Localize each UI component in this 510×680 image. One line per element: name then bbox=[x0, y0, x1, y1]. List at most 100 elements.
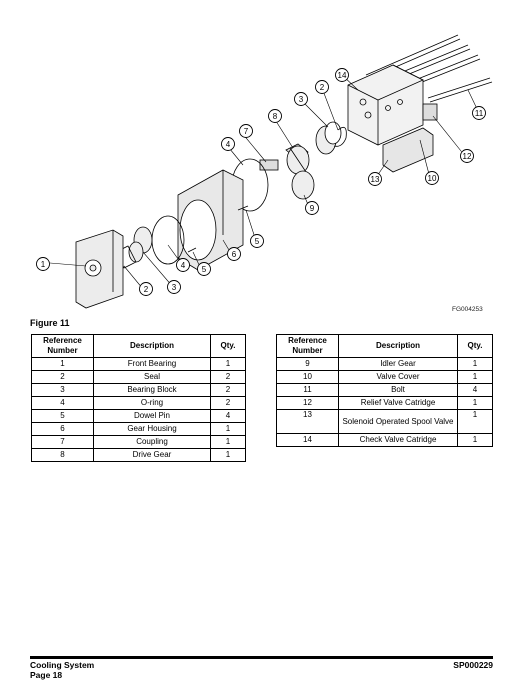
callout-2b: 2 bbox=[315, 80, 329, 94]
table-header: Reference Number Description Qty. bbox=[31, 334, 246, 358]
callout-11: 11 bbox=[472, 106, 486, 120]
qty-cell: 1 bbox=[457, 370, 493, 384]
qty-cell: 1 bbox=[210, 357, 246, 371]
qty-cell: 2 bbox=[210, 370, 246, 384]
description-cell: Relief Valve Catridge bbox=[338, 396, 458, 410]
svg-text:8: 8 bbox=[273, 112, 278, 121]
qty-cell: 1 bbox=[457, 409, 493, 434]
callout-5b: 5 bbox=[250, 234, 264, 248]
callout-10: 10 bbox=[425, 171, 439, 185]
bearing-block-right bbox=[315, 121, 347, 155]
svg-text:3: 3 bbox=[299, 95, 304, 104]
description-cell: Idler Gear bbox=[338, 357, 458, 371]
footer-divider bbox=[30, 656, 493, 659]
front-bearing bbox=[75, 229, 124, 309]
column-header-description: Description bbox=[338, 334, 458, 358]
ref-cell: 4 bbox=[31, 396, 94, 410]
drive-gear bbox=[285, 143, 310, 175]
callout-6: 6 bbox=[227, 247, 241, 261]
ref-cell: 7 bbox=[31, 435, 94, 449]
ref-cell: 10 bbox=[276, 370, 339, 384]
callout-13: 13 bbox=[368, 172, 382, 186]
svg-text:12: 12 bbox=[463, 152, 472, 161]
qty-cell: 1 bbox=[457, 357, 493, 371]
ref-cell: 8 bbox=[31, 448, 94, 462]
column-header-reference: Reference Number bbox=[276, 334, 339, 358]
coupling bbox=[259, 159, 279, 171]
callout-4: 4 bbox=[176, 258, 190, 272]
column-header-description: Description bbox=[93, 334, 211, 358]
qty-cell: 4 bbox=[457, 383, 493, 397]
page-number: Page 18 bbox=[30, 670, 63, 680]
svg-text:5: 5 bbox=[202, 265, 207, 274]
document-id: SP000229 bbox=[453, 660, 493, 670]
description-cell: Coupling bbox=[93, 435, 211, 449]
description-cell: Check Valve Catridge bbox=[338, 433, 458, 447]
svg-text:4: 4 bbox=[181, 261, 186, 270]
qty-cell: 2 bbox=[210, 383, 246, 397]
ref-cell: 14 bbox=[276, 433, 339, 447]
svg-text:14: 14 bbox=[338, 71, 347, 80]
callout-4b: 4 bbox=[221, 137, 235, 151]
ref-cell: 12 bbox=[276, 396, 339, 410]
callout-14: 14 bbox=[335, 68, 349, 82]
column-header-qty: Qty. bbox=[457, 334, 493, 358]
description-cell: Valve Cover bbox=[338, 370, 458, 384]
description-cell: Drive Gear bbox=[93, 448, 211, 462]
ref-cell: 1 bbox=[31, 357, 94, 371]
qty-cell: 1 bbox=[210, 448, 246, 462]
description-cell: Seal bbox=[93, 370, 211, 384]
callout-12: 12 bbox=[460, 149, 474, 163]
callout-5: 5 bbox=[197, 262, 211, 276]
svg-text:1: 1 bbox=[41, 260, 46, 269]
figure-code: FG004253 bbox=[452, 306, 483, 313]
ref-cell: 2 bbox=[31, 370, 94, 384]
callout-3b: 3 bbox=[294, 92, 308, 106]
callout-3: 3 bbox=[167, 280, 181, 294]
callout-8: 8 bbox=[268, 109, 282, 123]
callout-7: 7 bbox=[239, 124, 253, 138]
exploded-view-diagram: 1 2 3 4 5 6 7 8 3 2 14 11 12 10 13 9 4 5 bbox=[36, 34, 493, 309]
svg-text:2: 2 bbox=[320, 83, 325, 92]
qty-cell: 2 bbox=[210, 396, 246, 410]
gear-housing bbox=[177, 169, 244, 271]
callout-2: 2 bbox=[139, 282, 153, 296]
idler-gear bbox=[291, 170, 315, 200]
ref-cell: 3 bbox=[31, 383, 94, 397]
qty-cell: 1 bbox=[210, 422, 246, 436]
svg-text:10: 10 bbox=[428, 174, 437, 183]
svg-text:2: 2 bbox=[144, 285, 149, 294]
description-cell: O-ring bbox=[93, 396, 211, 410]
svg-text:5: 5 bbox=[255, 237, 260, 246]
table-header: Reference Number Description Qty. bbox=[276, 334, 493, 358]
description-cell: Solenoid Operated Spool Valve bbox=[338, 409, 458, 434]
bearing-block-left bbox=[128, 226, 153, 263]
ref-cell: 6 bbox=[31, 422, 94, 436]
qty-cell: 4 bbox=[210, 409, 246, 423]
svg-text:13: 13 bbox=[371, 175, 380, 184]
description-cell: Bolt bbox=[338, 383, 458, 397]
callout-1: 1 bbox=[36, 257, 50, 271]
callout-9: 9 bbox=[305, 201, 319, 215]
qty-cell: 1 bbox=[457, 433, 493, 447]
qty-cell: 1 bbox=[210, 435, 246, 449]
ref-cell: 9 bbox=[276, 357, 339, 371]
svg-text:6: 6 bbox=[232, 250, 237, 259]
ref-cell: 5 bbox=[31, 409, 94, 423]
svg-text:9: 9 bbox=[310, 204, 315, 213]
figure-caption: Figure 11 bbox=[30, 318, 70, 328]
svg-text:3: 3 bbox=[172, 283, 177, 292]
svg-text:11: 11 bbox=[475, 109, 484, 118]
